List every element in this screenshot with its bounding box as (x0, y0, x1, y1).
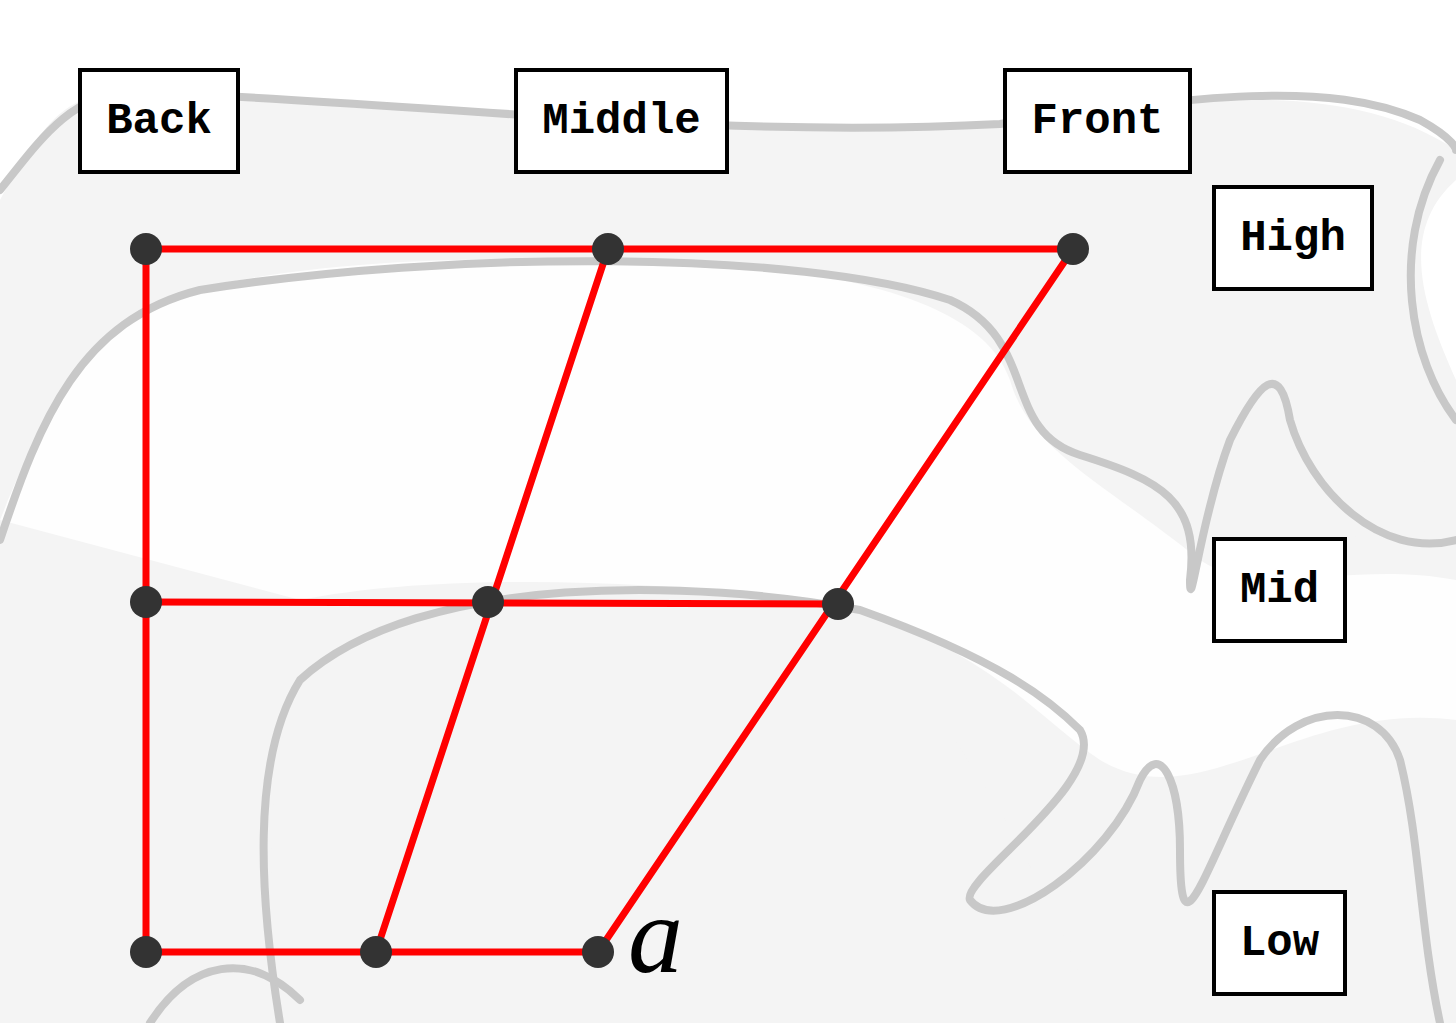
axis-label: Back (106, 97, 212, 145)
jaw-outline (150, 968, 300, 1023)
axis-label: Middle (542, 97, 700, 145)
axis-label-box: Mid (1212, 537, 1347, 643)
vowel-trapezoid (146, 249, 1073, 952)
lip-outline (1411, 160, 1456, 420)
mouth-space (0, 259, 1456, 777)
tongue-outline (264, 590, 1440, 1023)
axis-label-box: Front (1003, 68, 1192, 174)
axis-label-box: Back (78, 68, 240, 174)
axis-label: Mid (1240, 566, 1319, 614)
vowel-dot (592, 233, 624, 265)
vowel-dot (472, 586, 504, 618)
axis-label-box: Low (1212, 890, 1347, 996)
outline-curves (0, 92, 1456, 1023)
axis-label: Front (1031, 97, 1163, 145)
vowel-symbol: a (628, 880, 683, 990)
axis-label: Low (1240, 919, 1319, 967)
vowel-dot (130, 233, 162, 265)
axis-label-box: High (1212, 185, 1374, 291)
vowel-dot (822, 588, 854, 620)
vowel-dot (360, 936, 392, 968)
vowel-dot (130, 936, 162, 968)
vowel-dot (1057, 233, 1089, 265)
vowel-dots (130, 233, 1089, 968)
axis-label: High (1240, 214, 1346, 262)
chart-line (598, 249, 1073, 952)
vowel-dot (130, 586, 162, 618)
vowel-dot (582, 936, 614, 968)
axis-label-box: Middle (514, 68, 729, 174)
chart-line (376, 249, 608, 952)
top-ground (0, 0, 1456, 72)
